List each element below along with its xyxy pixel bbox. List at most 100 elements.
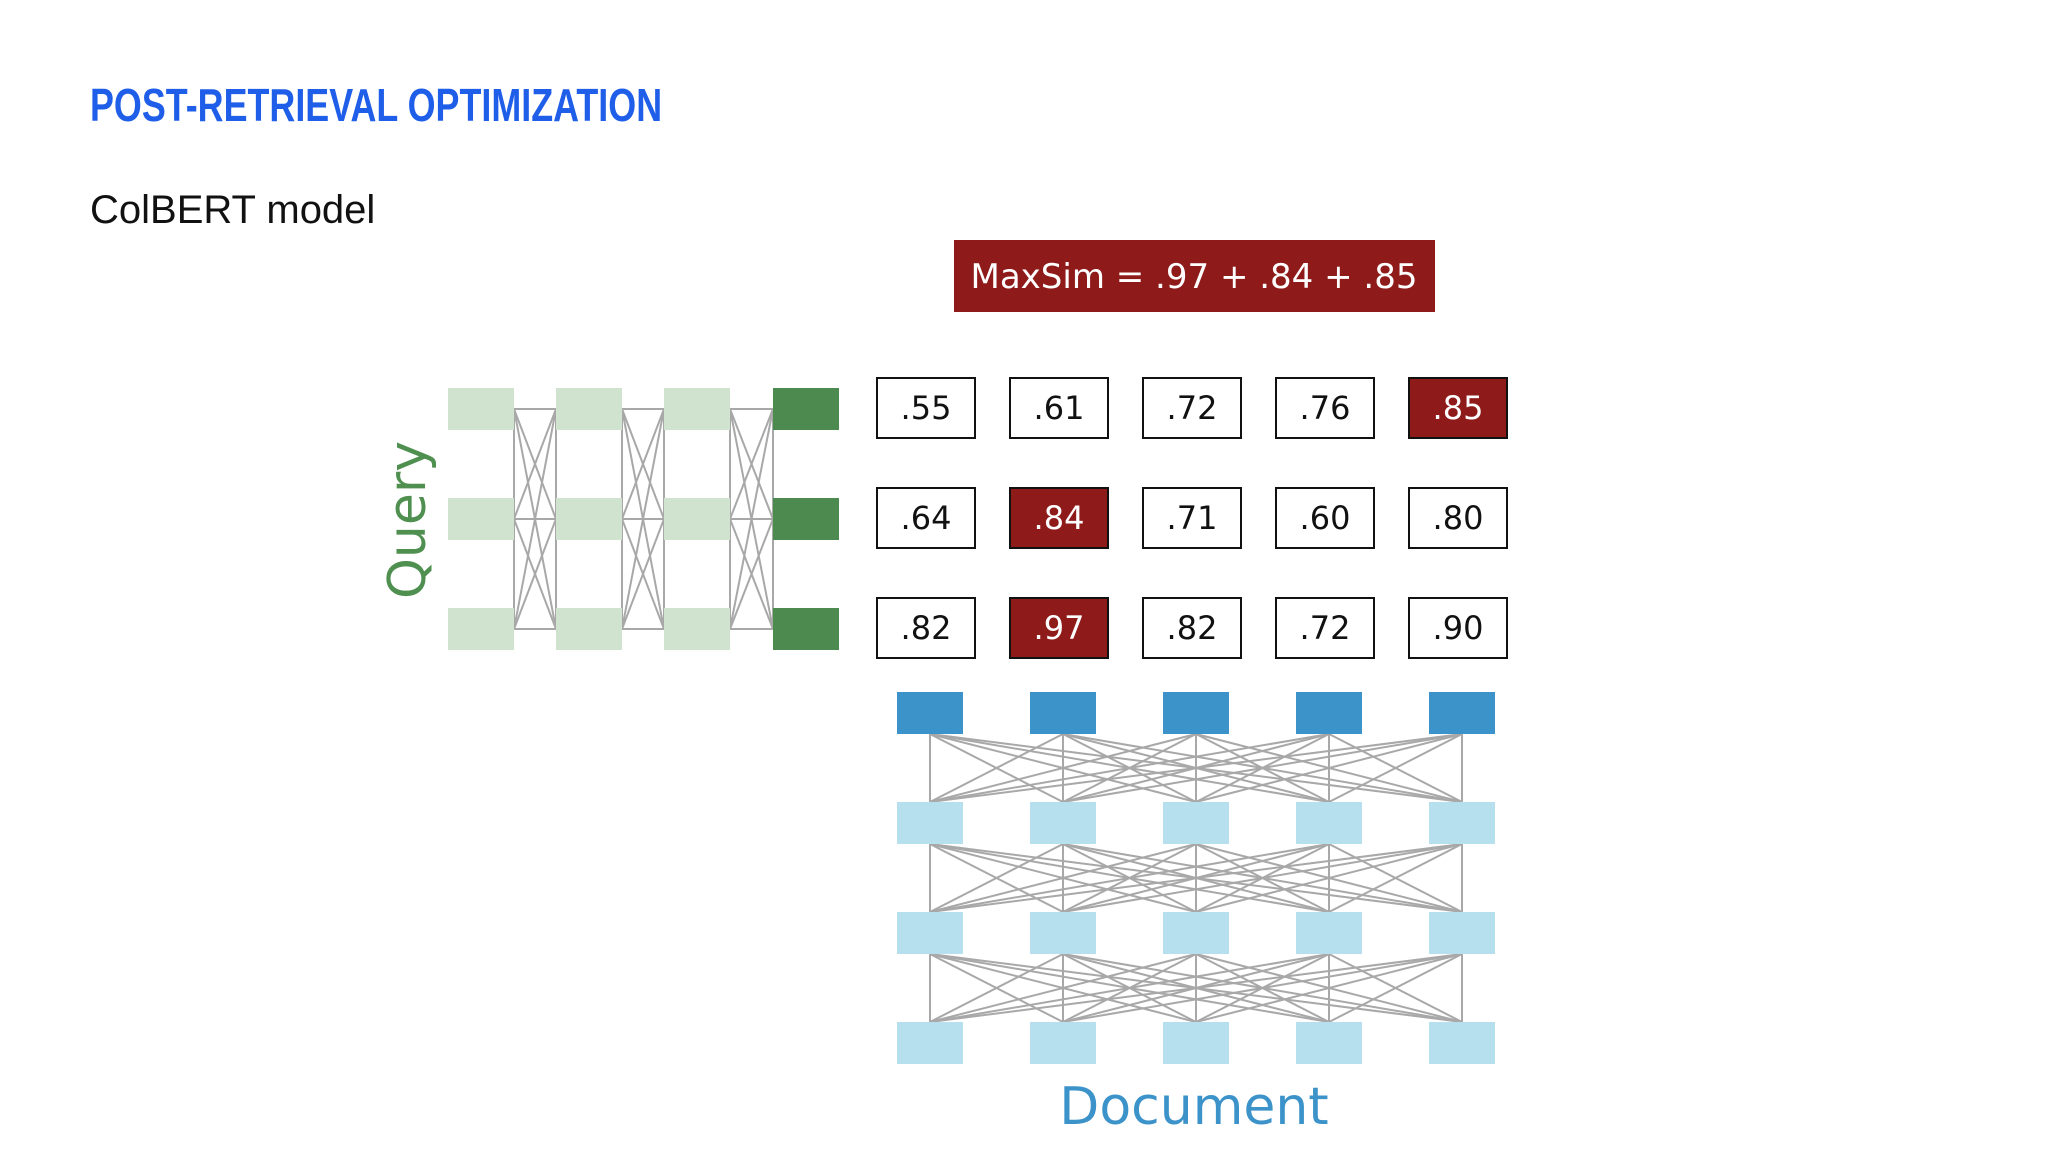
matrix-cell xyxy=(876,377,976,439)
document-connector xyxy=(1062,953,1463,1023)
document-token xyxy=(1429,912,1495,954)
document-connector xyxy=(1062,843,1463,913)
matrix-cell xyxy=(1142,377,1242,439)
matrix-cell-value: .84 xyxy=(1034,499,1085,537)
document-token xyxy=(1030,1022,1096,1064)
network-connectors xyxy=(513,408,1463,1023)
document-connector xyxy=(929,843,1197,913)
document-connector xyxy=(929,733,1463,803)
maxsim-box xyxy=(954,240,1435,312)
query-token xyxy=(556,608,622,650)
document-connector xyxy=(1328,843,1463,913)
document-connector xyxy=(929,733,1330,803)
document-label: Document xyxy=(1059,1077,1328,1137)
document-token xyxy=(1296,1022,1362,1064)
document-connector xyxy=(929,953,1197,1023)
query-connector xyxy=(513,408,557,520)
query-label: Query xyxy=(378,441,438,599)
document-token xyxy=(897,802,963,844)
query-connector xyxy=(621,408,665,630)
query-token xyxy=(556,498,622,540)
matrix-cell-highlighted xyxy=(1009,487,1109,549)
query-output-token xyxy=(773,388,839,430)
document-connector xyxy=(929,953,1064,1023)
document-output-token xyxy=(897,692,963,734)
matrix-cell xyxy=(876,487,976,549)
query-token xyxy=(448,498,514,540)
maxsim-formula: MaxSim = .97 + .84 + .85 xyxy=(971,257,1418,297)
document-connector xyxy=(929,953,1330,1023)
slide-subtitle: ColBERT model xyxy=(90,188,376,232)
matrix-cell-highlighted xyxy=(1408,377,1508,439)
matrix-cell xyxy=(1275,597,1375,659)
document-token xyxy=(1163,802,1229,844)
query-connector xyxy=(729,408,774,630)
document-encoder xyxy=(897,692,1495,1064)
matrix-cell-value: .82 xyxy=(901,609,952,647)
matrix-cell xyxy=(1142,597,1242,659)
document-token xyxy=(897,1022,963,1064)
matrix-cell-value: .71 xyxy=(1167,499,1218,537)
query-connector xyxy=(621,518,665,630)
matrix-cell xyxy=(1275,377,1375,439)
document-connector xyxy=(929,843,1064,913)
document-connector xyxy=(1328,733,1463,803)
document-output-token xyxy=(1429,692,1495,734)
matrix-cell xyxy=(1275,487,1375,549)
matrix-cell-value: .55 xyxy=(901,389,952,427)
query-connector xyxy=(729,408,774,520)
document-connector xyxy=(1195,733,1463,803)
document-token xyxy=(1163,912,1229,954)
matrix-cell xyxy=(1009,377,1109,439)
matrix-cell xyxy=(1408,487,1508,549)
document-token xyxy=(1296,802,1362,844)
document-connector xyxy=(929,953,1463,1023)
document-token xyxy=(1296,912,1362,954)
document-connector xyxy=(1062,733,1463,803)
matrix-cell-value: .85 xyxy=(1433,389,1484,427)
similarity-matrix: .55 .61 .72 .76 .85 .64 .84 .71 .60 .80 .82 .97 .82.… xyxy=(876,377,1508,659)
query-token xyxy=(664,608,730,650)
slide-title: POST-RETRIEVAL OPTIMIZATION xyxy=(90,79,663,131)
matrix-cell-value: .60 xyxy=(1300,499,1351,537)
query-output-token xyxy=(773,498,839,540)
query-token xyxy=(556,388,622,430)
matrix-cell-value: .90 xyxy=(1433,609,1484,647)
query-token xyxy=(448,608,514,650)
query-output-token xyxy=(773,608,839,650)
document-connector xyxy=(1195,953,1463,1023)
matrix-cell-value: .72 xyxy=(1167,389,1218,427)
matrix-cell-value: .76 xyxy=(1300,389,1351,427)
document-token xyxy=(1429,802,1495,844)
document-token xyxy=(1429,1022,1495,1064)
document-connector xyxy=(929,843,1330,913)
query-token xyxy=(664,498,730,540)
document-connector xyxy=(929,843,1463,913)
document-output-token xyxy=(1163,692,1229,734)
query-connector xyxy=(729,518,774,630)
matrix-cell xyxy=(1408,597,1508,659)
document-connector xyxy=(929,733,1197,803)
document-token xyxy=(1030,912,1096,954)
matrix-cell xyxy=(1142,487,1242,549)
query-connector xyxy=(513,408,557,630)
matrix-cell xyxy=(876,597,976,659)
document-token xyxy=(1030,802,1096,844)
matrix-cell-value: .97 xyxy=(1034,609,1085,647)
document-connector xyxy=(1195,843,1463,913)
document-connector xyxy=(1328,953,1463,1023)
query-token xyxy=(448,388,514,430)
document-token xyxy=(897,912,963,954)
matrix-cell-highlighted xyxy=(1009,597,1109,659)
document-connector xyxy=(929,733,1064,803)
query-connector xyxy=(513,518,557,630)
query-token xyxy=(664,388,730,430)
query-connector xyxy=(621,408,665,520)
matrix-cell-value: .80 xyxy=(1433,499,1484,537)
matrix-cell-value: .64 xyxy=(901,499,952,537)
document-token xyxy=(1163,1022,1229,1064)
matrix-cell-value: .61 xyxy=(1034,389,1085,427)
matrix-cell-value: .82 xyxy=(1167,609,1218,647)
matrix-cell-value: .72 xyxy=(1300,609,1351,647)
